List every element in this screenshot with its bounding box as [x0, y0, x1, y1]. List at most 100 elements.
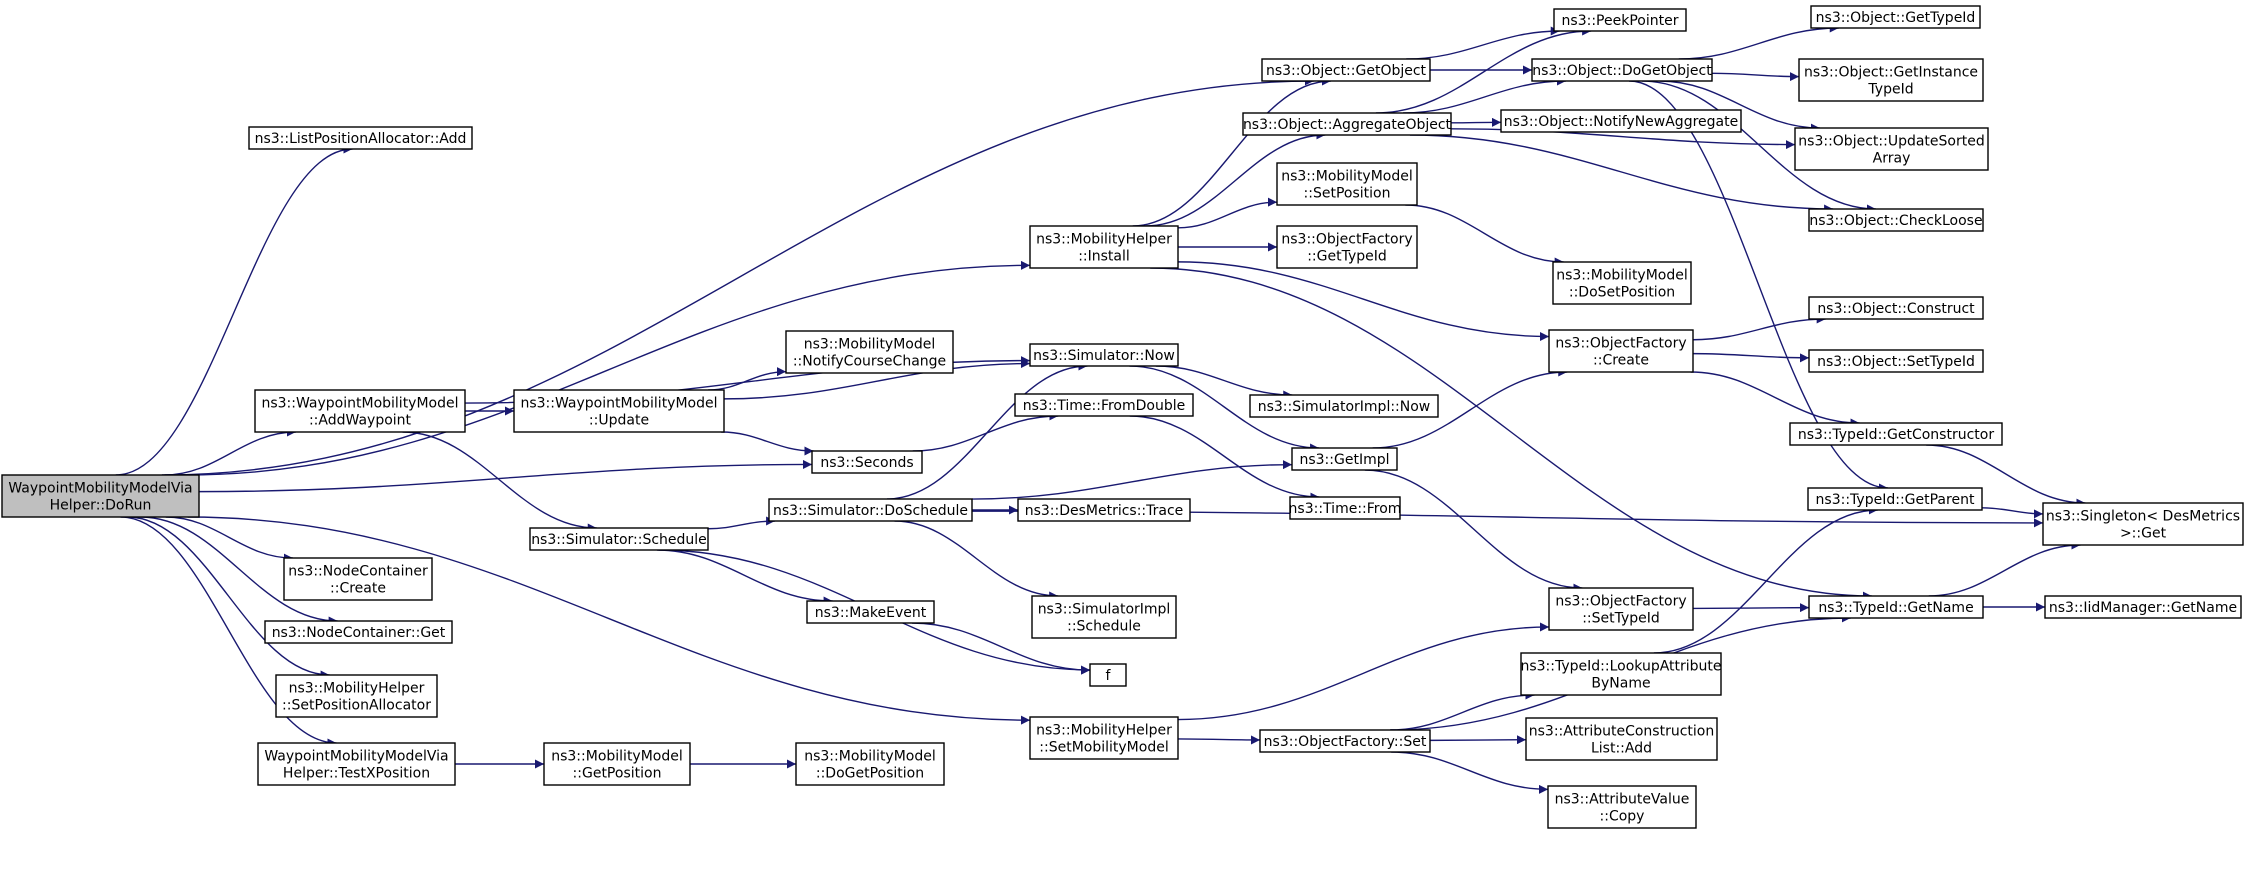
node-label: ns3::Object::GetInstance — [1804, 65, 1978, 81]
node-obj_gettypeid[interactable]: ns3::Object::GetTypeId — [1810, 5, 1981, 29]
node-label: ns3::Simulator::Schedule — [531, 532, 707, 548]
node-av_copy[interactable]: ns3::AttributeValue::Copy — [1547, 785, 1697, 829]
node-box — [529, 527, 709, 551]
node-simimpl_now[interactable]: ns3::SimulatorImpl::Now — [1249, 394, 1439, 418]
node-of_gettypeid[interactable]: ns3::ObjectFactory::GetTypeId — [1276, 225, 1418, 269]
node-label: ns3::WaypointMobilityModel — [261, 396, 458, 412]
node-label: List::Add — [1591, 741, 1652, 757]
node-obj_checkloose[interactable]: ns3::Object::CheckLoose — [1808, 208, 1984, 232]
node-label: ns3::TypeId::LookupAttribute — [1520, 659, 1721, 675]
edge-mh_install-to-obj_aggregate — [1145, 130, 1326, 227]
node-box — [1031, 595, 1177, 639]
node-box — [1029, 343, 1179, 367]
node-sim_dosched[interactable]: ns3::Simulator::DoSchedule — [768, 498, 973, 522]
node-getimpl[interactable]: ns3::GetImpl — [1291, 447, 1398, 471]
node-label: ns3::MobilityHelper — [1036, 232, 1172, 248]
node-obj_getobject[interactable]: ns3::Object::GetObject — [1261, 58, 1431, 82]
node-mh_install[interactable]: ns3::MobilityHelper::Install — [1029, 225, 1179, 269]
node-label: ByName — [1591, 676, 1650, 692]
node-label: ns3::Simulator::DoSchedule — [773, 503, 968, 519]
node-testx[interactable]: WaypointMobilityModelViaHelper::TestXPos… — [257, 742, 456, 786]
node-nc_get[interactable]: ns3::NodeContainer::Get — [264, 620, 453, 644]
node-mh_setpos[interactable]: ns3::MobilityHelper::SetPositionAllocato… — [275, 674, 438, 718]
edge-mm_setposition-to-mm_dosetpos — [1405, 204, 1564, 267]
edge-mh_setmm-to-of_settypeid — [1177, 622, 1550, 721]
edge-sim_now-to-simimpl_now — [1155, 365, 1293, 400]
node-time_fromdouble[interactable]: ns3::Time::FromDouble — [1014, 393, 1194, 417]
node-label: ns3::Time::From — [1289, 501, 1402, 517]
node-box — [1789, 422, 2003, 446]
node-label: ns3::MobilityModel — [804, 337, 936, 353]
node-box — [1, 474, 200, 518]
node-label: ns3::Object::UpdateSorted — [1798, 134, 1984, 150]
node-label: ns3::Object::GetObject — [1266, 63, 1427, 79]
node-tid_getname[interactable]: ns3::TypeId::GetName — [1808, 595, 1984, 619]
node-nc_create[interactable]: ns3::NodeContainer::Create — [283, 557, 433, 601]
node-tid_getconstructor[interactable]: ns3::TypeId::GetConstructor — [1789, 422, 2003, 446]
node-obj_notifyagg[interactable]: ns3::Object::NotifyNewAggregate — [1500, 109, 1742, 133]
node-box — [1249, 394, 1439, 418]
edge-root-to-obj_getobject — [161, 76, 1314, 476]
node-sim_now[interactable]: ns3::Simulator::Now — [1029, 343, 1179, 367]
node-time_from[interactable]: ns3::Time::From — [1289, 496, 1402, 520]
node-box — [2044, 595, 2242, 619]
node-box — [1259, 729, 1431, 753]
node-box — [1807, 487, 1983, 511]
node-box — [283, 557, 433, 601]
node-box — [1808, 349, 1984, 373]
node-of_settypeid[interactable]: ns3::ObjectFactory::SetTypeId — [1548, 587, 1694, 631]
node-label: ns3::PeekPointer — [1562, 13, 1679, 29]
node-of_create[interactable]: ns3::ObjectFactory::Create — [1548, 329, 1694, 373]
node-mm_notify[interactable]: ns3::MobilityModel::NotifyCourseChange — [785, 330, 954, 374]
node-mm_dosetpos[interactable]: ns3::MobilityModel::DoSetPosition — [1552, 261, 1692, 305]
node-obj_settypeid[interactable]: ns3::Object::SetTypeId — [1808, 349, 1984, 373]
node-mm_getpos[interactable]: ns3::MobilityModel::GetPosition — [543, 742, 691, 786]
edge-seconds-to-time_fromdouble — [912, 411, 1059, 452]
node-makeevent[interactable]: ns3::MakeEvent — [806, 600, 935, 624]
node-mh_setmm[interactable]: ns3::MobilityHelper::SetMobilityModel — [1029, 716, 1179, 760]
node-mm_setposition[interactable]: ns3::MobilityModel::SetPosition — [1276, 162, 1418, 206]
node-lpa_add[interactable]: ns3::ListPositionAllocator::Add — [248, 126, 473, 150]
edges-layer — [115, 23, 2086, 794]
node-label: ns3::Seconds — [820, 455, 913, 471]
node-tid_getparent[interactable]: ns3::TypeId::GetParent — [1807, 487, 1983, 511]
node-simimpl_schedule[interactable]: ns3::SimulatorImpl::Schedule — [1031, 595, 1177, 639]
node-box — [795, 742, 945, 786]
node-mm_dogetpos[interactable]: ns3::MobilityModel::DoGetPosition — [795, 742, 945, 786]
node-label: ::SetPosition — [1304, 186, 1391, 202]
node-box — [513, 389, 725, 433]
node-sim_schedule[interactable]: ns3::Simulator::Schedule — [529, 527, 709, 551]
node-box — [785, 330, 954, 374]
edge-sim_now-to-getimpl — [1129, 365, 1320, 453]
node-label: ::SetMobilityModel — [1039, 740, 1168, 756]
node-of_set[interactable]: ns3::ObjectFactory::Set — [1259, 729, 1431, 753]
node-label: ns3::MobilityModel — [551, 749, 683, 765]
node-box — [1808, 208, 1984, 232]
node-obj_construct[interactable]: ns3::Object::Construct — [1808, 296, 1984, 320]
node-singleton_get[interactable]: ns3::Singleton< DesMetrics>::Get — [2042, 502, 2244, 546]
node-label: ::AddWaypoint — [309, 413, 412, 429]
node-label: Helper::TestXPosition — [283, 766, 430, 782]
edge-of_set-to-av_copy — [1391, 751, 1549, 794]
node-obj_aggregate[interactable]: ns3::Object::AggregateObject — [1242, 112, 1452, 136]
node-label: ns3::TypeId::GetConstructor — [1798, 427, 1994, 443]
node-desmetrics_trace[interactable]: ns3::DesMetrics::Trace — [1017, 498, 1191, 522]
node-f[interactable]: f — [1089, 663, 1127, 687]
node-label: ns3::ObjectFactory::Set — [1264, 734, 1427, 750]
edge-obj_dogetobject-to-obj_gettypeid — [1678, 23, 1839, 60]
node-wp_update[interactable]: ns3::WaypointMobilityModel::Update — [513, 389, 725, 433]
node-obj_dogetobject[interactable]: ns3::Object::DoGetObject — [1531, 58, 1713, 82]
edge-tid_getparent-to-singleton_get — [1981, 507, 2044, 519]
edge-root-to-testx — [120, 516, 337, 748]
node-box — [264, 620, 453, 644]
node-wp_add[interactable]: ns3::WaypointMobilityModel::AddWaypoint — [254, 389, 466, 433]
node-iidmgr_getname[interactable]: ns3::IidManager::GetName — [2044, 595, 2242, 619]
node-peekpointer[interactable]: ns3::PeekPointer — [1553, 8, 1687, 32]
node-label: ns3::Singleton< DesMetrics — [2046, 509, 2240, 525]
node-seconds[interactable]: ns3::Seconds — [811, 450, 923, 474]
